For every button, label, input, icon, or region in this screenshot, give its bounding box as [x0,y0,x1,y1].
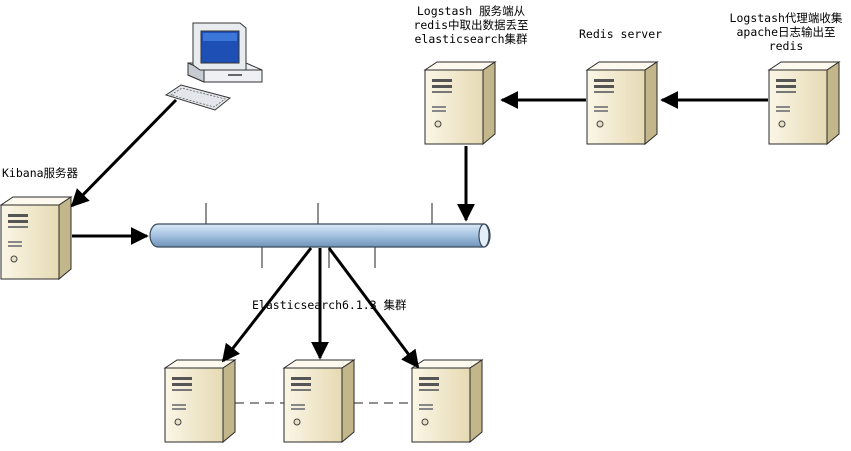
redis-server-icon [586,61,658,145]
logstash-agent-label-line2: apache日志输出至 [736,25,836,39]
redis-server-label: Redis server [579,27,663,41]
kibana-label: Kibana服务器 [2,166,79,180]
logstash-server-label-line3: elasticsearch集群 [414,32,528,46]
es-node-1-server-icon [164,359,236,443]
logstash-agent-label-line1: Logstash代理端收集 [729,11,843,25]
kibana-server-icon [0,196,72,280]
desktop-computer-icon [164,22,263,111]
logstash-agent-label-line3: redis [768,39,804,53]
logstash-server-label-line1: Logstash 服务端从 [416,4,526,18]
logstash-agent-server-icon [768,61,840,145]
arrow-bus-to-es-node-1 [221,247,313,363]
es-cluster-label: Elasticsearch6.1.3 集群 [252,298,407,312]
arrow-desktop-to-kibana [70,98,178,208]
network-bus-icon [149,203,491,268]
logstash-agent-label: Logstash代理端收集 apache日志输出至 redis [716,11,851,53]
logstash-server-label-line2: redis中取出数据丢至 [413,18,529,32]
es-node-2-server-icon [283,359,355,443]
logstash-server-icon [424,61,496,145]
arrow-bus-to-es-node-3 [327,247,420,369]
logstash-server-label: Logstash 服务端从 redis中取出数据丢至 elasticsearch… [396,4,546,46]
es-node-3-server-icon [411,359,483,443]
